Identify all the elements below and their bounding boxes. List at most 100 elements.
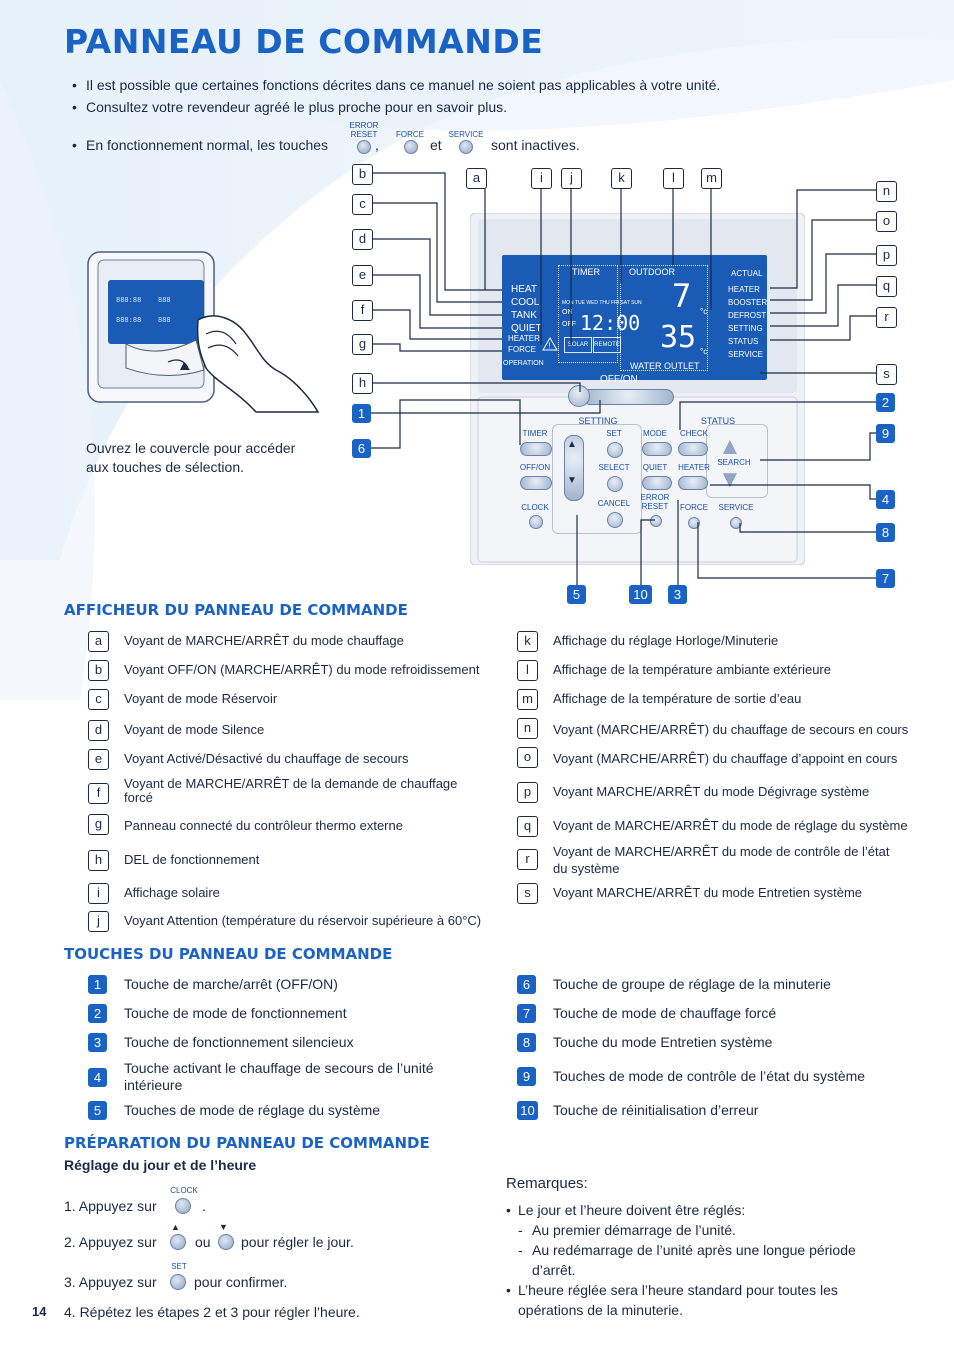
svg-text:888:88: 888:88: [116, 316, 141, 324]
callout-j: j: [561, 168, 582, 189]
callout-2: 2: [876, 393, 895, 412]
check-button[interactable]: [678, 442, 708, 456]
force-key-icon: [404, 140, 418, 154]
warning-icon: !: [542, 337, 558, 351]
prep-step-4: 4. Répétez les étapes 2 et 3 pour régler…: [64, 1304, 360, 1320]
display-item-j: j Voyant Attention (température du réser…: [88, 911, 508, 933]
timer-offon-button[interactable]: [520, 476, 552, 490]
water-outlet-label: WATER OUTLET: [630, 361, 700, 371]
display-section-heading: AFFICHEUR DU PANNEAU DE COMMANDE: [64, 601, 408, 619]
down-key-icon: [218, 1234, 234, 1250]
illustration-caption: Ouvrez le couvercle pour accéder aux tou…: [86, 440, 296, 475]
service-button[interactable]: [730, 517, 742, 529]
key-item-1: 1 Touche de marche/arrêt (OFF/ON): [88, 975, 508, 997]
display-item-e: e Voyant Activé/Désactivé du chauffage d…: [88, 749, 508, 771]
water-temp-display: 35: [660, 320, 697, 355]
display-item-f: f Voyant de MARCHE/ARRÊT de la demande d…: [88, 777, 508, 809]
key-item-3: 3 Touche de fonctionnement silencieux: [88, 1033, 508, 1055]
callout-d: d: [352, 229, 373, 250]
callout-5: 5: [567, 585, 586, 604]
page-title: PANNEAU DE COMMANDE: [64, 22, 544, 61]
display-item-c: c Voyant de mode Réservoir: [88, 689, 508, 711]
outdoor-temp-display: 7: [672, 277, 692, 315]
operation-led: [568, 385, 590, 407]
display-item-d: d Voyant de mode Silence: [88, 720, 508, 742]
force-button[interactable]: [688, 517, 700, 529]
clock-display: 12:00: [580, 311, 641, 335]
timer-button[interactable]: [520, 442, 552, 456]
force-key-label: FORCE: [396, 130, 424, 139]
callout-n: n: [876, 181, 897, 202]
callout-a: a: [466, 168, 487, 189]
page-number: 14: [32, 1304, 47, 1319]
callout-s: s: [876, 364, 897, 385]
outdoor-label: OUTDOOR: [629, 267, 675, 277]
search-up-button[interactable]: ▲: [718, 433, 742, 460]
prep-section-heading: PRÉPARATION DU PANNEAU DE COMMANDE: [64, 1134, 430, 1152]
display-item-g: g Panneau connecté du contrôleur thermo …: [88, 814, 508, 838]
callout-h: h: [352, 373, 373, 394]
timer-days: MON TUE WED THU FRI SAT SUN: [562, 300, 642, 306]
callout-e: e: [352, 265, 373, 286]
callout-b: b: [352, 164, 373, 185]
lcd-right-indicators: HEATER BOOSTER DEFROST SETTING STATUS SE…: [728, 285, 768, 359]
callout-o: o: [876, 211, 897, 232]
callout-p: p: [876, 245, 897, 266]
callout-c: c: [352, 194, 373, 215]
clock-button[interactable]: [529, 515, 543, 529]
display-item-p: p Voyant MARCHE/ARRÊT du mode Dégivrage …: [517, 782, 917, 804]
mode-button[interactable]: [642, 442, 672, 456]
error-reset-button[interactable]: [650, 515, 662, 527]
callout-lines: [370, 172, 876, 585]
key-item-5: 5 Touches de mode de réglage du système: [88, 1101, 508, 1123]
lcd-left-indicators: HEAT COOL TANK QUIET: [511, 284, 542, 334]
callout-3: 3: [668, 585, 687, 604]
callout-1: 1: [352, 404, 371, 423]
callout-r: r: [876, 307, 897, 328]
display-item-r: r Voyant de MARCHE/ARRÊT du mode de cont…: [517, 843, 917, 876]
prep-subheading: Réglage du jour et de l’heure: [64, 1157, 257, 1173]
clock-key-icon: [175, 1198, 191, 1214]
offon-header-label: OFF/ON: [600, 374, 638, 385]
bullet-item: Consultez votre revendeur agréé le plus …: [72, 96, 720, 118]
callout-10: 10: [629, 585, 652, 604]
callout-k: k: [611, 168, 632, 189]
remarks-title: Remarques:: [506, 1175, 588, 1192]
key-item-2: 2 Touche de mode de fonctionnement: [88, 1004, 508, 1026]
key-item-8: 8 Touche du mode Entretien système: [517, 1033, 917, 1055]
key-item-4: 4 Touche activant le chauffage de secour…: [88, 1060, 508, 1094]
set-key-icon: [170, 1274, 186, 1290]
service-key-label: SERVICE: [448, 130, 484, 139]
remote-control: HEAT COOL TANK QUIET HEATER FORCE OPERAT…: [470, 213, 805, 565]
callout-q: q: [876, 276, 897, 297]
setting-up-down-button[interactable]: [564, 435, 584, 501]
intro-bullets: Il est possible que certaines fonctions …: [72, 74, 720, 118]
display-item-s: s Voyant MARCHE/ARRÊT du mode Entretien …: [517, 883, 917, 905]
heater-button[interactable]: [678, 476, 708, 490]
inactive-keys-line: • En fonctionnement normal, les touches …: [72, 121, 580, 154]
display-item-o: o Voyant (MARCHE/ARRÊT) du chauffage d’a…: [517, 747, 917, 771]
quiet-button[interactable]: [642, 476, 672, 490]
up-key-icon: [170, 1234, 186, 1250]
display-item-h: h DEL de fonctionnement: [88, 850, 508, 872]
svg-text:888:88: 888:88: [116, 296, 141, 304]
error-reset-key-icon: [357, 140, 371, 154]
set-button[interactable]: [607, 442, 623, 458]
service-key-icon: [459, 140, 473, 154]
display-item-b: b Voyant OFF/ON (MARCHE/ARRÊT) du mode r…: [88, 660, 508, 682]
callout-6: 6: [352, 439, 371, 458]
key-item-7: 7 Touche de mode de chauffage forcé: [517, 1004, 917, 1026]
svg-text:888: 888: [158, 316, 171, 324]
select-button[interactable]: [607, 476, 623, 492]
svg-text:!: !: [549, 342, 551, 351]
timer-label: TIMER: [572, 267, 600, 277]
prep-step-3: 3. Appuyez sur SET pour confirmer.: [64, 1262, 288, 1290]
callout-l: l: [663, 168, 684, 189]
bullet-item: Il est possible que certaines fonctions …: [72, 74, 720, 96]
inactive-keys-prefix: En fonctionnement normal, les touches: [86, 137, 329, 153]
prep-step-2: 2. Appuyez sur ▲ ou ▼ pour régler le jou…: [64, 1222, 354, 1250]
display-item-i: i Affichage solaire: [88, 883, 508, 905]
cancel-button[interactable]: [607, 512, 623, 528]
